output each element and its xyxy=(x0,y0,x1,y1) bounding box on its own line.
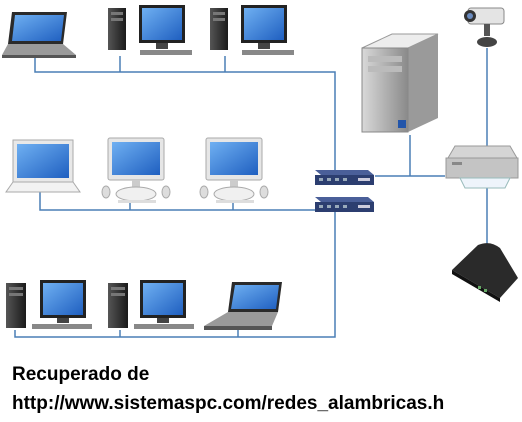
laptop-icon xyxy=(204,282,282,330)
caption-source-label: Recuperado de xyxy=(12,364,150,385)
imac-icon xyxy=(199,137,269,203)
network-switch-icon xyxy=(315,197,374,212)
modem-icon xyxy=(452,243,518,302)
desktop-pc-icon xyxy=(108,280,194,329)
server-tower-icon xyxy=(361,33,439,133)
desktop-pc-icon xyxy=(108,5,192,55)
laptop-icon xyxy=(2,12,76,58)
ip-camera-icon xyxy=(464,7,505,47)
imac-icon xyxy=(101,137,171,203)
desktop-pc-icon xyxy=(6,280,92,329)
desktop-pc-icon xyxy=(210,5,294,55)
network-diagram xyxy=(2,5,519,338)
white-laptop-icon xyxy=(5,139,81,193)
caption-source-url: http://www.sistemaspc.com/redes_alambric… xyxy=(12,393,445,414)
network-switch-icon xyxy=(315,170,374,185)
printer-icon xyxy=(445,145,519,189)
